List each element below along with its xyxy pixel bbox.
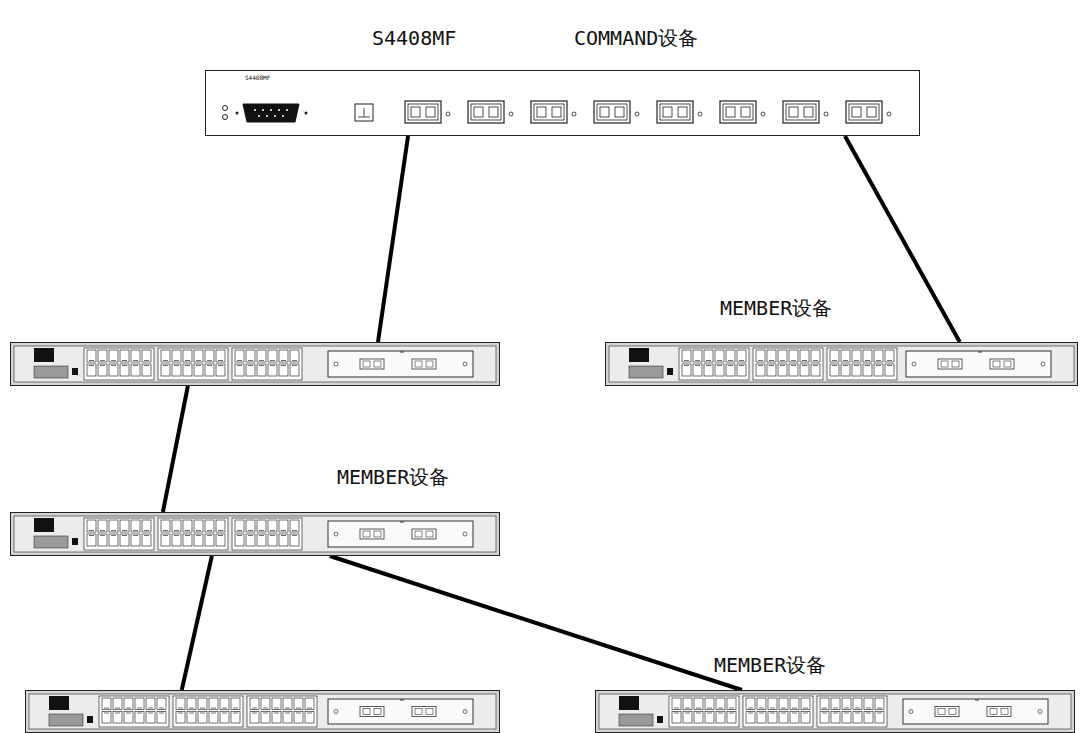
command-switch-drawing	[205, 70, 920, 136]
fiber-cable	[330, 556, 742, 690]
member-switch-drawing	[10, 512, 500, 556]
member-switch	[25, 690, 500, 733]
member-switch-drawing	[10, 342, 500, 386]
command-switch: S4408MFCOMMAND设备S4408MF	[205, 70, 920, 136]
member-switch: MEMBER设备	[10, 512, 500, 556]
fiber-cable	[845, 136, 960, 342]
fiber-cable	[182, 556, 212, 690]
device-model-label: S4408MF	[245, 74, 270, 81]
fiber-cable	[163, 386, 188, 512]
fiber-cable	[378, 136, 408, 342]
member-switch: MEMBER设备	[605, 342, 1078, 386]
member-switch-drawing	[605, 342, 1078, 386]
device-role-label: S4408MF	[370, 26, 458, 50]
member-switch-drawing	[595, 690, 1075, 733]
member-switch: MEMBER设备	[595, 690, 1075, 733]
device-role-label: MEMBER设备	[712, 653, 828, 677]
member-switch-drawing	[25, 690, 500, 733]
member-switch	[10, 342, 500, 386]
device-role-label: COMMAND设备	[572, 26, 700, 50]
device-role-label: MEMBER设备	[718, 296, 834, 320]
device-role-label: MEMBER设备	[335, 465, 451, 489]
